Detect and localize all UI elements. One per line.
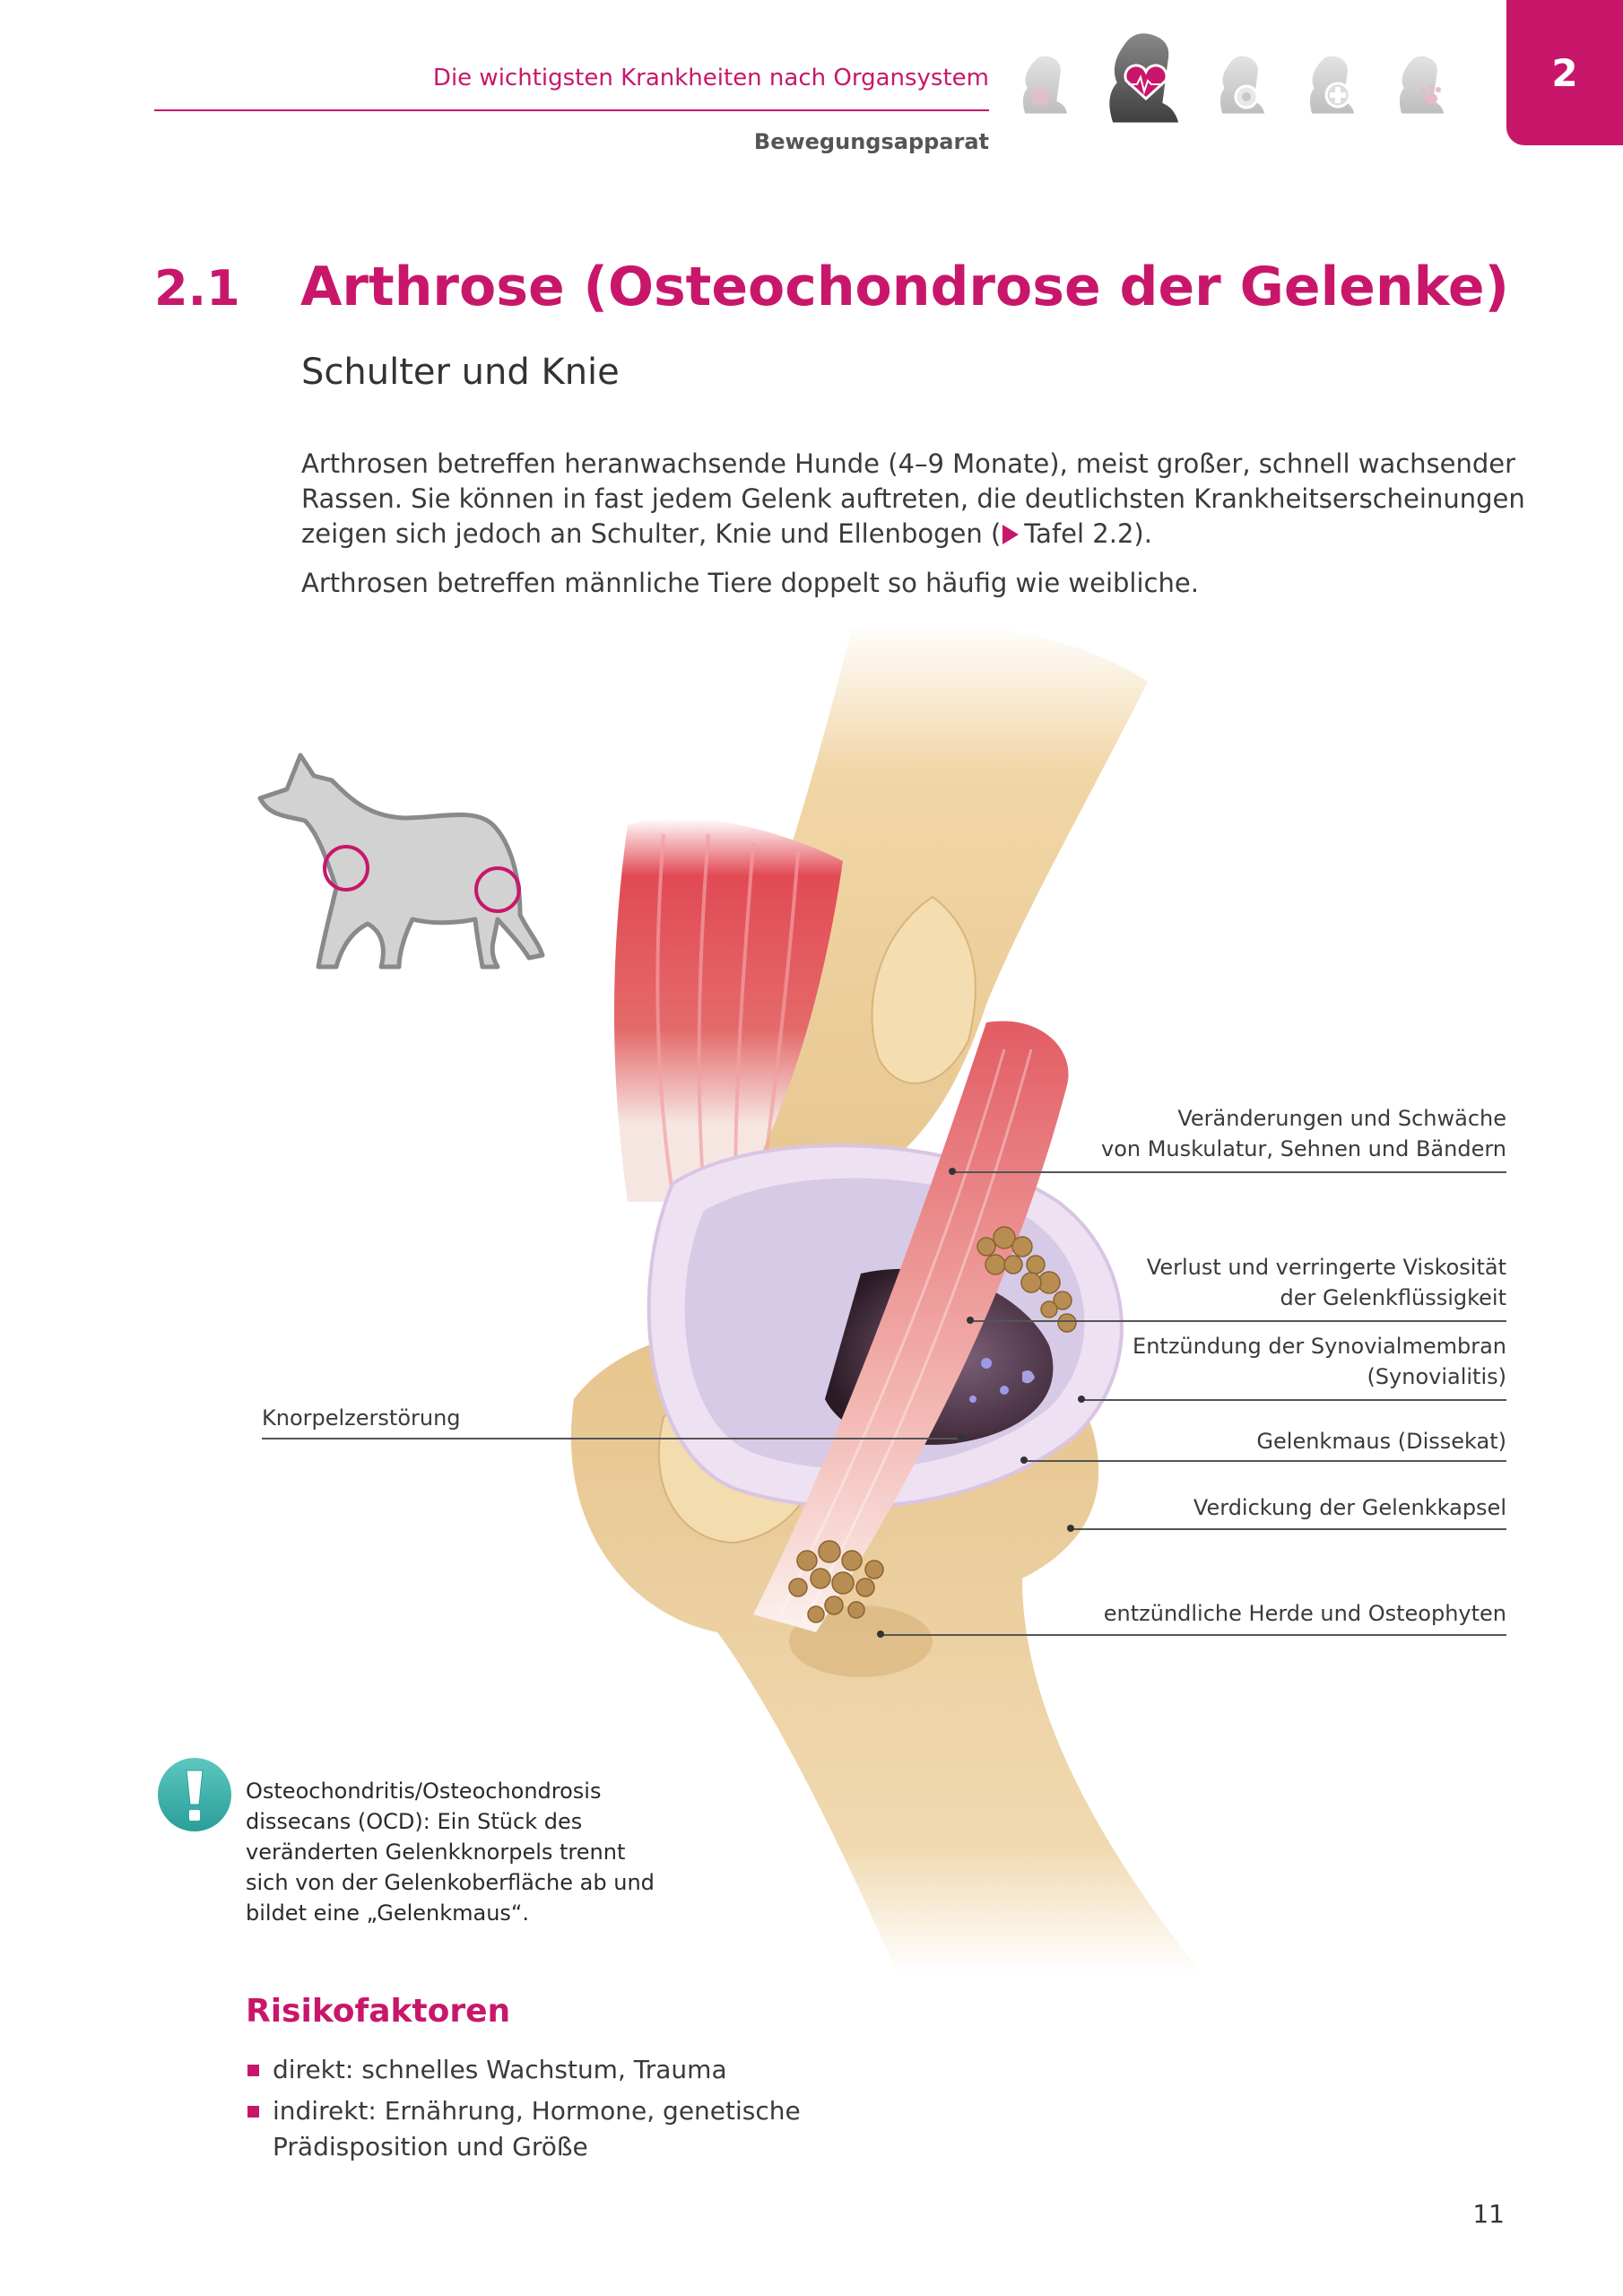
reference-arrow-icon <box>1002 525 1020 544</box>
plate-reference-link[interactable]: Tafel 2.2 <box>1024 518 1134 549</box>
label-synovial-fluid: Verlust und verringerte Viskosität der G… <box>1146 1255 1506 1310</box>
list-item: direkt: schnelles Wachstum, Trauma <box>246 2052 802 2088</box>
leader-line <box>970 1320 1506 1322</box>
leader-dot <box>967 1317 974 1324</box>
section-number: 2.1 <box>154 260 240 317</box>
section-title: Arthrose (Osteochondrose der Gelenke) <box>300 256 1509 318</box>
label-muscle-weakness: Veränderungen und Schwäche von Muskulatu… <box>1101 1106 1506 1161</box>
dog-silhouette <box>257 752 545 970</box>
leader-dot <box>1020 1457 1028 1464</box>
leader-dot <box>877 1631 884 1638</box>
dog-paw-icon <box>1396 53 1447 117</box>
intro-paragraph-2: Arthrosen betreffen männliche Tiere dopp… <box>301 568 1199 598</box>
chapter-number: 2 <box>1551 50 1578 95</box>
leader-line <box>952 1171 1506 1173</box>
knee-marker <box>474 866 521 913</box>
leader-dot <box>949 1168 956 1175</box>
leader-line <box>1071 1528 1506 1530</box>
leader-dot <box>1078 1396 1085 1403</box>
leader-dot <box>1067 1525 1074 1532</box>
exclamation-icon <box>158 1758 231 1831</box>
label-osteophytes: entzündliche Herde und Osteophyten <box>1103 1601 1506 1626</box>
list-item: indirekt: Ernährung, Hormone, genetische… <box>246 2093 802 2165</box>
dog-heart-icon <box>1107 30 1182 126</box>
info-box-text: Osteochondritis/Osteochondrosis dissecan… <box>246 1779 655 1926</box>
leader-line <box>881 1634 1506 1636</box>
leader-line <box>1024 1460 1506 1462</box>
category-icons <box>1020 30 1447 126</box>
label-synovialitis: Entzündung der Synovialmembran (Synovial… <box>1133 1334 1506 1389</box>
risk-factors-heading: Risikofaktoren <box>246 1993 511 2030</box>
intro-text: Arthrosen betreffen heranwachsende Hunde… <box>301 447 1530 615</box>
label-cartilage-destruction: Knorpelzerstörung <box>262 1405 461 1431</box>
dog-virus-icon <box>1217 53 1268 117</box>
leader-dot <box>958 1434 965 1441</box>
joint-illustration <box>570 628 1202 1973</box>
subsection-title: Bewegungsapparat <box>753 129 989 154</box>
chapter-tab: 2 <box>1506 0 1623 145</box>
header-divider <box>154 109 989 111</box>
dog-cross-icon <box>1306 53 1358 117</box>
shoulder-marker <box>323 845 369 891</box>
intro-paragraph-1: Arthrosen betreffen heranwachsende Hunde… <box>301 448 1525 549</box>
leader-line <box>262 1438 963 1439</box>
label-joint-mouse: Gelenkmaus (Dissekat) <box>1256 1429 1506 1454</box>
dog-neutral-icon <box>1020 53 1071 117</box>
section-subtitle: Schulter und Knie <box>301 352 620 393</box>
risk-factors-list: direkt: schnelles Wachstum, Trauma indir… <box>246 2052 802 2170</box>
running-title: Die wichtigsten Krankheiten nach Organsy… <box>432 65 989 91</box>
page-number: 11 <box>1472 2199 1505 2229</box>
leader-line <box>1081 1399 1506 1401</box>
label-capsule-thickening: Verdickung der Gelenkkapsel <box>1193 1495 1506 1520</box>
